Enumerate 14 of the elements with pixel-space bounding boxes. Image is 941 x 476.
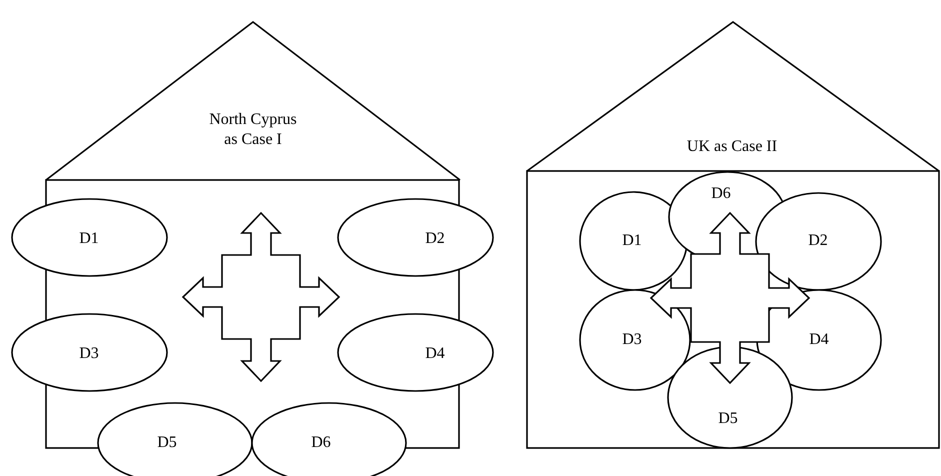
dimension-label: D6 — [311, 433, 331, 453]
dimension-label: D4 — [809, 330, 829, 350]
dimension-label: D1 — [79, 229, 99, 249]
dimension-label: D1 — [622, 231, 642, 251]
dimension-label: D5 — [718, 409, 738, 429]
case-title: UK as Case II — [686, 137, 778, 157]
dimension-label: D3 — [79, 344, 99, 364]
dimension-label: D5 — [157, 433, 177, 453]
dimension-label: D2 — [425, 229, 445, 249]
dimension-label: D2 — [808, 231, 828, 251]
dimension-label: D3 — [622, 330, 642, 350]
dimension-label: D4 — [425, 344, 445, 364]
case-title: North Cyprus as Case I — [208, 110, 298, 150]
dimension-label: D6 — [711, 184, 731, 204]
